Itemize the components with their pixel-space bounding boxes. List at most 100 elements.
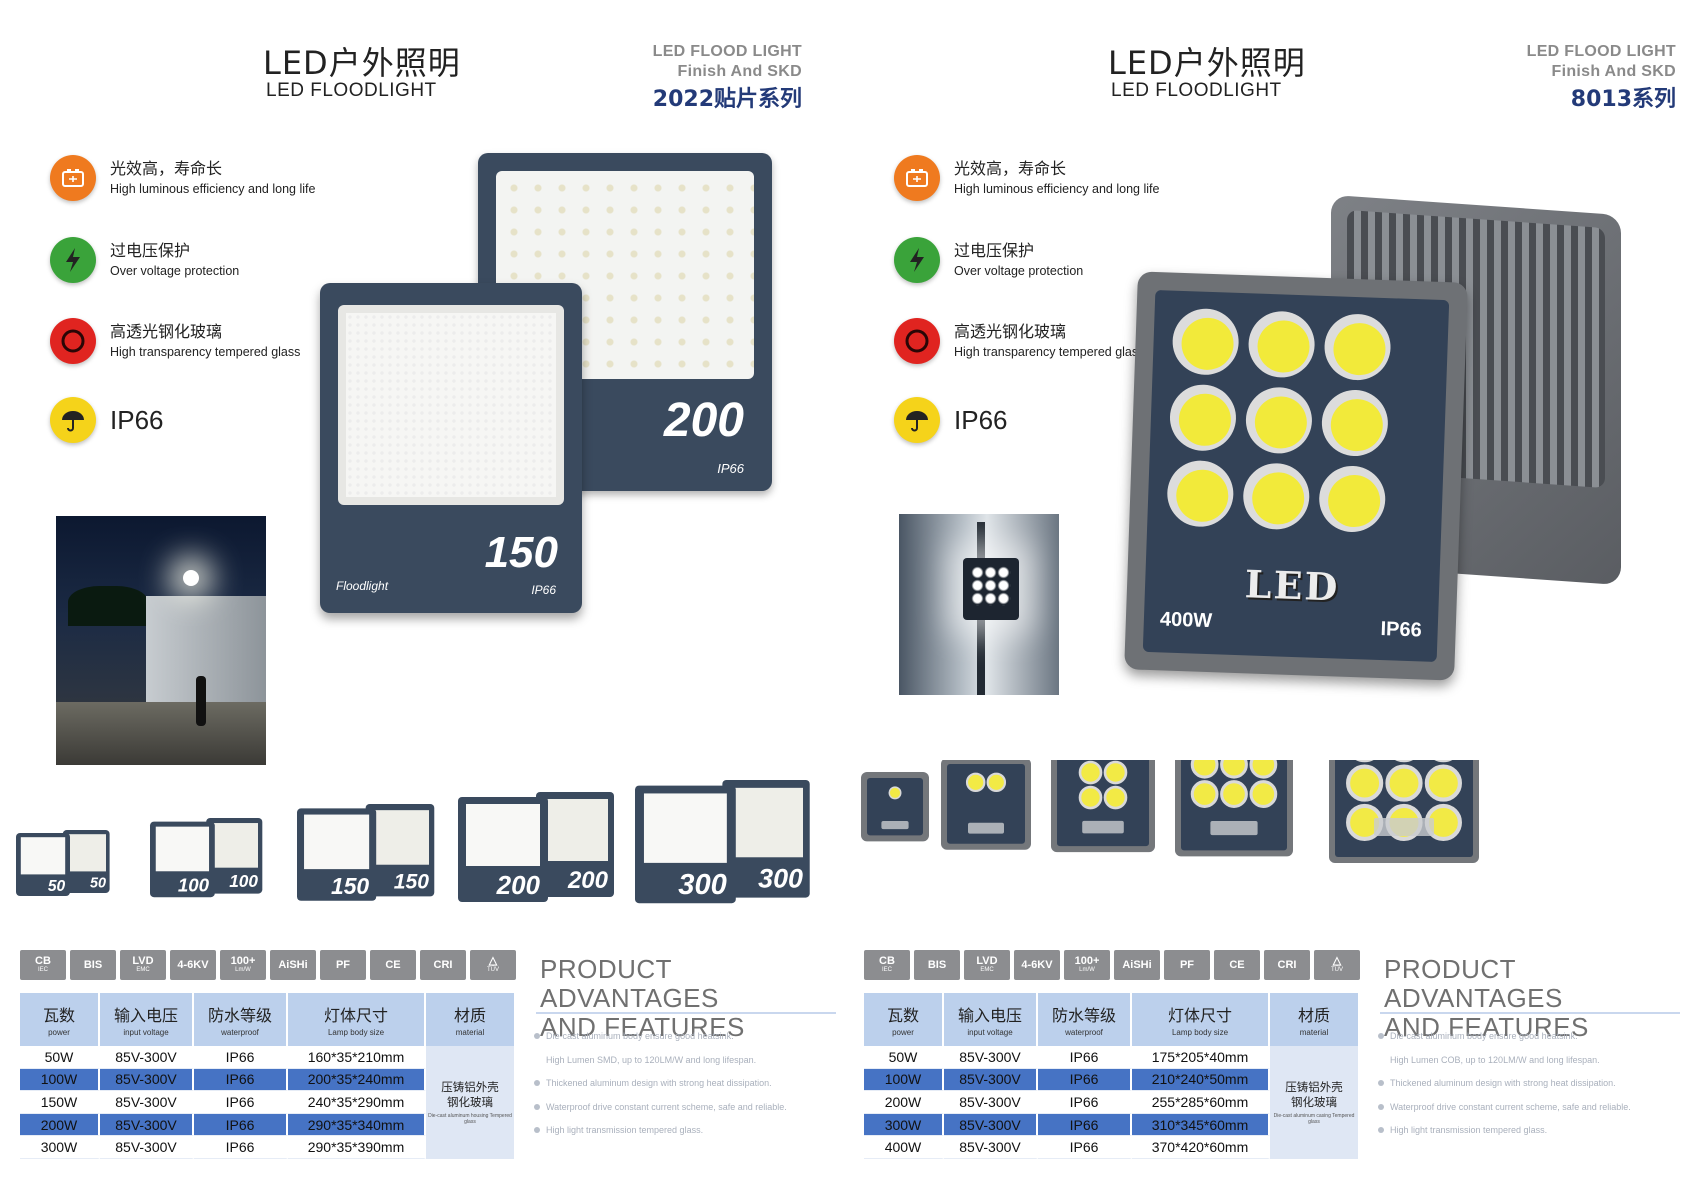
cert-badge: CRI	[1264, 950, 1310, 980]
feature-glass: 高透光钢化玻璃 High transparency tempered glass	[894, 318, 1144, 364]
series-header: LED FLOOD LIGHT Finish And SKD 8013系列	[1527, 42, 1676, 116]
led-badge	[1210, 820, 1258, 836]
ip-label: IP66	[531, 583, 556, 597]
thumbnail-wattage-label: 150	[331, 873, 369, 899]
header-power: 瓦数	[886, 1006, 919, 1025]
lightning-icon	[894, 237, 940, 283]
header-waterproof: 防水等级	[1051, 1006, 1116, 1025]
divider	[536, 1012, 836, 1014]
thumbnail-cob-floodlight	[861, 772, 929, 842]
feature-efficiency: 光效高，寿命长 High luminous efficiency and lon…	[50, 155, 315, 201]
list-item: High light transmission tempered glass.	[1378, 1121, 1631, 1145]
material-cell: 压铸铝外壳 钢化玻璃 Die-cast aluminum housing Tem…	[426, 1046, 516, 1159]
cert-badge: BIS	[914, 950, 960, 980]
thumbnail-wattage-label: 100	[178, 874, 210, 895]
feature-label-en: High transparency tempered glass	[954, 345, 1145, 359]
thumbnail-wattage-label: 50	[48, 878, 66, 895]
header-voltage: 输入电压	[113, 1006, 178, 1025]
feature-label-cn: 过电压保护	[954, 241, 1035, 260]
feature-label-cn: 光效高，寿命长	[110, 159, 223, 178]
cert-badge: AiSHi	[270, 950, 316, 980]
cert-badge: BIS	[70, 950, 116, 980]
cob-chip	[1078, 785, 1103, 810]
thumbnail-wattage-label: 300	[678, 869, 727, 901]
battery-icon	[50, 155, 96, 201]
cob-chip	[1103, 760, 1128, 785]
cob-chip	[1424, 764, 1462, 802]
feature-label-en: Over voltage protection	[954, 264, 1084, 278]
cob-chip	[1330, 399, 1383, 452]
feature-label-en: High luminous efficiency and long life	[110, 182, 316, 196]
divider	[1380, 1012, 1680, 1014]
feature-label-cn: 高透光钢化玻璃	[110, 322, 223, 341]
cob-chip	[1220, 750, 1248, 779]
floodlight-400w-image: LED 400W IP66	[1124, 271, 1468, 681]
cob-chip	[1178, 393, 1231, 446]
feature-ip: IP66	[50, 397, 164, 443]
list-item: Waterproof drive constant current scheme…	[1378, 1098, 1631, 1122]
cert-badge: PF	[1164, 950, 1210, 980]
thumbnail-wattage-label: 150	[394, 870, 429, 893]
feature-efficiency: 光效高，寿命长 High luminous efficiency and lon…	[894, 155, 1159, 201]
list-item: High light transmission tempered glass.	[534, 1121, 787, 1145]
cob-chip	[1252, 472, 1305, 525]
cob-chip	[1333, 323, 1386, 376]
header-voltage: 输入电压	[957, 1006, 1022, 1025]
series-line-2: Finish And SKD	[677, 63, 802, 80]
led-badge	[881, 820, 909, 830]
cob-chip	[1181, 317, 1234, 370]
list-item: High Lumen COB, up to 120LM/W and long l…	[1390, 1054, 1600, 1065]
cert-badge: 100+Lm/W	[1064, 950, 1110, 980]
thumbnail-floodlight-pair: 150 150	[297, 804, 435, 901]
cert-badge: 100+Lm/W	[220, 950, 266, 980]
ip-label: IP66	[1380, 618, 1423, 642]
feature-voltage: 过电压保护 Over voltage protection	[50, 237, 239, 283]
feature-label-en: Over voltage protection	[110, 264, 240, 278]
series-header: LED FLOOD LIGHT Finish And SKD 2022贴片系列	[653, 42, 802, 116]
cob-chip	[888, 786, 902, 800]
cert-badge: 4-6KV	[1014, 950, 1060, 980]
thumbnail-cob-floodlight	[1329, 710, 1479, 863]
cob-chip	[965, 772, 986, 793]
page-subtitle: LED FLOODLIGHT	[266, 80, 437, 101]
cert-badge: 4-6KV	[170, 950, 216, 980]
cob-chip	[1190, 750, 1219, 779]
cert-badge: CE	[1214, 950, 1260, 980]
led-badge	[968, 822, 1004, 834]
thumbnail-cob-floodlight	[941, 758, 1031, 850]
cob-chip	[1103, 785, 1128, 810]
wattage-label: 400W	[1159, 608, 1213, 633]
list-item: Die-cast aluminum body ensure good heats…	[534, 1027, 787, 1051]
wattage-label: 200	[663, 394, 744, 447]
cert-badge: △TÜV	[470, 950, 516, 980]
cob-chip	[1249, 780, 1278, 808]
cob-chip	[1249, 750, 1278, 779]
feature-ip: IP66	[894, 397, 1008, 443]
cob-chip-grid	[1167, 308, 1391, 532]
page-title: LED户外照明	[263, 44, 461, 82]
feature-label-cn: 过电压保护	[110, 241, 191, 260]
catalog-page-left: LED户外照明 LED FLOODLIGHT LED FLOOD LIGHT F…	[16, 42, 836, 1159]
cob-chip	[1176, 469, 1229, 522]
cob-chip	[1346, 764, 1384, 802]
cob-chip	[1257, 320, 1310, 373]
advantages-title: PRODUCT ADVANTAGES AND FEATURES	[1384, 954, 1589, 1042]
page-title: LED户外照明	[1108, 44, 1306, 82]
series-name: 2022贴片系列	[652, 87, 802, 112]
umbrella-icon	[50, 397, 96, 443]
thumbnail-floodlight-pair: 300 300	[635, 780, 810, 904]
series-line-1: LED FLOOD LIGHT	[652, 43, 802, 60]
list-item: Thickened aluminum design with strong he…	[1378, 1074, 1631, 1098]
thumbnail-wattage-label: 300	[758, 864, 803, 894]
